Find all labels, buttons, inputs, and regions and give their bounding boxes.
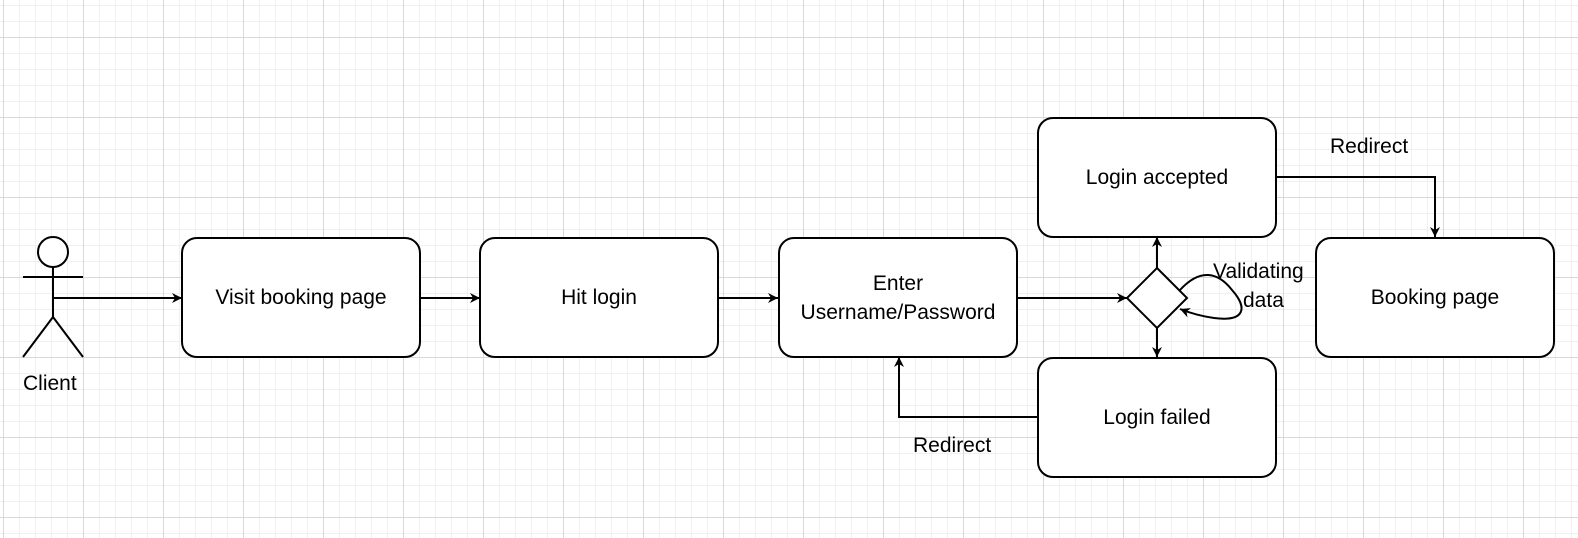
- validating-label: Validating: [1213, 260, 1304, 283]
- node-hit-login[interactable]: Hit login: [479, 237, 719, 358]
- node-login-accepted[interactable]: Login accepted: [1037, 117, 1277, 238]
- client-actor-icon[interactable]: [22, 236, 84, 358]
- node-enter-credentials[interactable]: Enter Username/Password: [778, 237, 1018, 358]
- edge-failed-to-enter[interactable]: [894, 357, 1038, 418]
- validating-label-line-2: data: [1243, 289, 1284, 312]
- client-label: Client: [23, 372, 77, 395]
- node-booking-page[interactable]: Booking page: [1315, 237, 1555, 358]
- edge-validating-loop[interactable]: [1179, 274, 1243, 320]
- node-login-failed[interactable]: Login failed: [1037, 357, 1277, 478]
- decision-diamond[interactable]: [1125, 266, 1189, 330]
- redirect-bottom-label: Redirect: [913, 434, 992, 457]
- node-visit-booking-page[interactable]: Visit booking page: [181, 237, 421, 358]
- edge-accepted-to-booking[interactable]: [1276, 176, 1440, 237]
- redirect-top-label: Redirect: [1330, 135, 1409, 158]
